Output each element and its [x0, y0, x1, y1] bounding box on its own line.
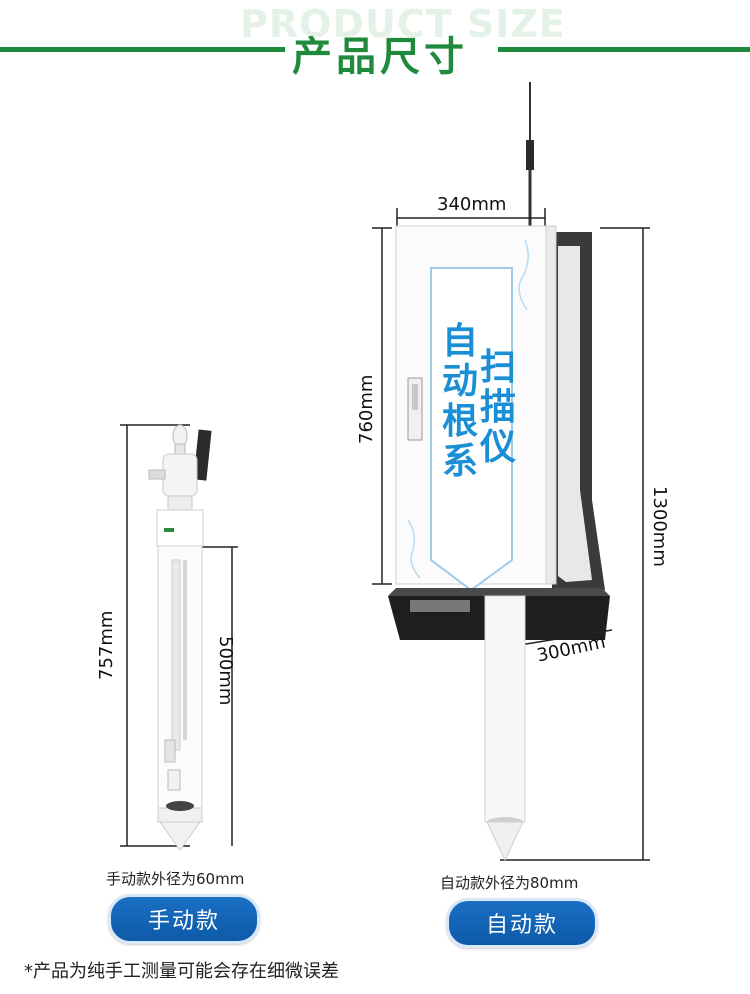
footnote: *产品为纯手工测量可能会存在细微误差 [24, 961, 339, 982]
manual-caption: 手动款外径为60mm [106, 870, 245, 888]
auto-panel-text-col1: 自动根系 [441, 321, 478, 482]
auto-dim-width-line [396, 208, 546, 228]
auto-dim-total-line [500, 227, 650, 861]
auto-dim-total-label: 1300mm [649, 486, 670, 567]
auto-caption: 自动款外径为80mm [440, 874, 579, 892]
auto-badge: 自动款 [446, 898, 598, 948]
auto-panel-text-col2: 扫描仪 [479, 347, 516, 468]
header-line-left [0, 47, 285, 52]
page-title: 产品尺寸 [292, 34, 468, 80]
auto-dim-cabinet-label: 760mm [356, 374, 377, 444]
auto-dim-width-label: 340mm [437, 194, 507, 215]
manual-badge: 手动款 [108, 894, 260, 944]
header-line-right [498, 47, 750, 52]
auto-dim-depth-line [519, 629, 613, 646]
manual-dim-500-line [200, 546, 238, 846]
header-watermark: PRODUCT SIZE [240, 2, 566, 46]
auto-dim-cabinet-line [372, 227, 392, 585]
